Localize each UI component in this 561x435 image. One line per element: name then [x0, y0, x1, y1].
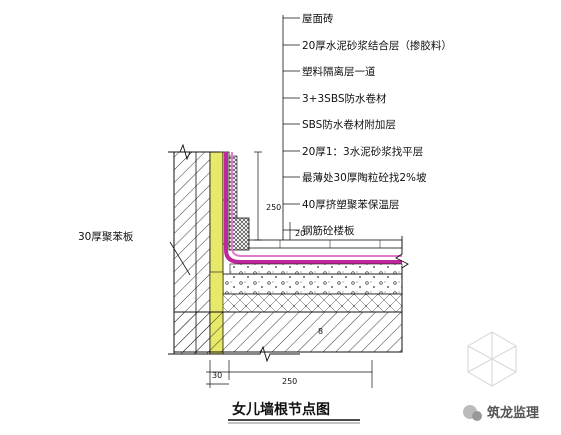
side-label: 30厚聚苯板	[78, 230, 134, 243]
dim-width: 250	[282, 377, 297, 386]
layer-label: 最薄处30厚陶粒砼找2%坡	[302, 171, 427, 184]
layer-leaders	[169, 15, 300, 276]
dimension-lines	[206, 151, 373, 388]
dim-thickness: 30	[212, 371, 222, 380]
layer-label: SBS防水卷材附加层	[302, 118, 396, 131]
layer-label: 屋面砖	[302, 12, 334, 25]
layer-label: 40厚挤塑聚苯保温层	[302, 198, 399, 211]
dim-upturn: 250	[266, 203, 281, 212]
break-lines	[168, 143, 409, 363]
xps-insulation-layer	[209, 293, 403, 313]
watermark-brand: 筑龙监理	[487, 405, 539, 421]
layer-labels: 屋面砖 20厚水泥砂浆结合层（掺胶料） 塑料隔离层一道 3+3SBS防水卷材 S…	[302, 12, 452, 237]
sbs-membrane	[224, 152, 402, 264]
leveling-layer	[229, 263, 403, 275]
dim-slab: 8	[318, 327, 323, 336]
layer-label: 20厚1：3水泥砂浆找平层	[302, 145, 423, 158]
layer-label: 钢筋砼楼板	[302, 224, 355, 237]
wechat-icon	[463, 405, 482, 421]
drawing-title: 女儿墙根节点图	[232, 401, 330, 418]
ceramsite-concrete-layer	[209, 273, 403, 295]
xps-yellow-edge	[209, 271, 224, 313]
layer-label: 20厚水泥砂浆结合层（掺胶料）	[302, 39, 452, 52]
layer-label: 3+3SBS防水卷材	[302, 92, 387, 105]
watermark-logo-icon	[467, 331, 517, 387]
concrete-slab	[173, 311, 403, 353]
layer-label: 塑料隔离层一道	[302, 65, 376, 78]
corner-filler	[228, 217, 250, 251]
roof-tile-layer	[248, 239, 403, 249]
dim-top: 20	[295, 229, 305, 238]
